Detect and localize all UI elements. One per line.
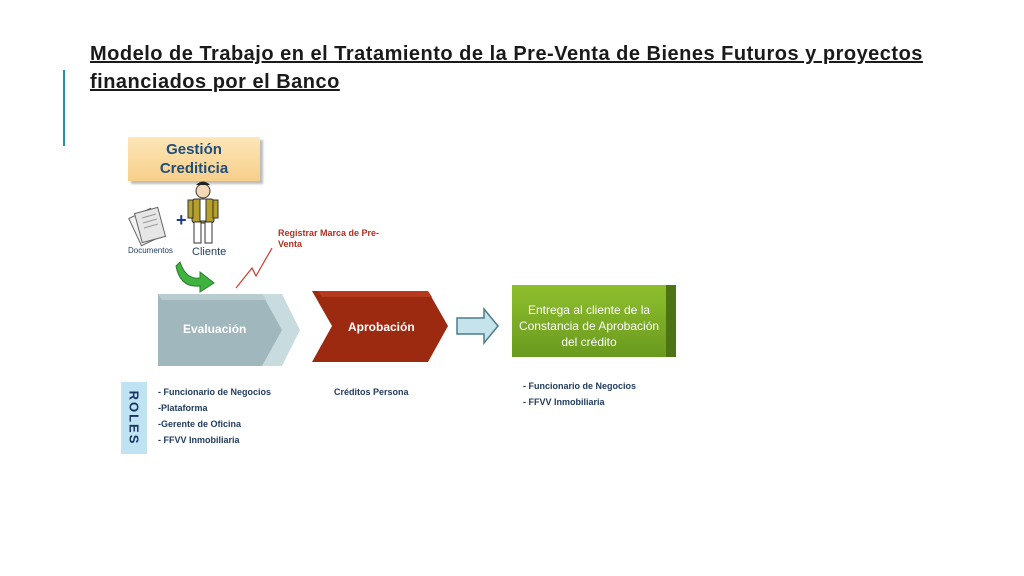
entrega-box-side xyxy=(666,285,676,357)
list-item: -Plataforma xyxy=(158,403,208,413)
list-item: - Funcionario de Negocios xyxy=(523,381,637,391)
accent-line xyxy=(63,70,65,146)
green-arrow-icon xyxy=(175,261,215,293)
documents-label: Documentos xyxy=(128,246,173,255)
register-presale-label: Registrar Marca de Pre-Venta xyxy=(278,228,380,249)
list-item: - FFVV Inmobiliaria xyxy=(523,397,605,407)
roles-label: ROLES xyxy=(126,390,142,446)
page-title: Modelo de Trabajo en el Tratamiento de l… xyxy=(90,43,923,93)
aprobacion-chevron xyxy=(312,291,448,362)
client-person-icon xyxy=(187,181,219,244)
list-item: - Funcionario de Negocios xyxy=(158,387,272,397)
lightning-line xyxy=(235,247,273,289)
entrega-box xyxy=(512,285,666,357)
aprobacion-label: Aprobación xyxy=(348,320,415,334)
documents-icon xyxy=(128,206,167,247)
block-arrow xyxy=(456,306,499,346)
roles-entrega-list: - Funcionario de Negocios - FFVV Inmobil… xyxy=(523,378,636,410)
roles-evaluacion-list: - Funcionario de Negocios -Plataforma -G… xyxy=(158,384,271,448)
evaluacion-label: Evaluación xyxy=(183,322,247,336)
evaluacion-chevron xyxy=(158,294,282,366)
gestion-line2: Crediticia xyxy=(159,160,229,177)
list-item: - FFVV Inmobiliaria xyxy=(158,435,240,445)
list-item: -Gerente de Oficina xyxy=(158,419,242,429)
plus-sign: + xyxy=(176,210,187,230)
aprobacion-chevron-top xyxy=(318,291,432,297)
entrega-label: Entrega al cliente de la Constancia de A… xyxy=(518,303,660,349)
roles-aprobacion-list: Créditos Persona xyxy=(334,384,409,400)
client-label: Cliente xyxy=(192,246,227,258)
roles-box xyxy=(121,382,147,454)
list-item: Créditos Persona xyxy=(334,387,409,397)
gestion-crediticia-box: Gestión Crediticia xyxy=(128,137,260,181)
gestion-line1: Gestión xyxy=(166,141,222,158)
evaluacion-chevron-top xyxy=(158,294,266,300)
